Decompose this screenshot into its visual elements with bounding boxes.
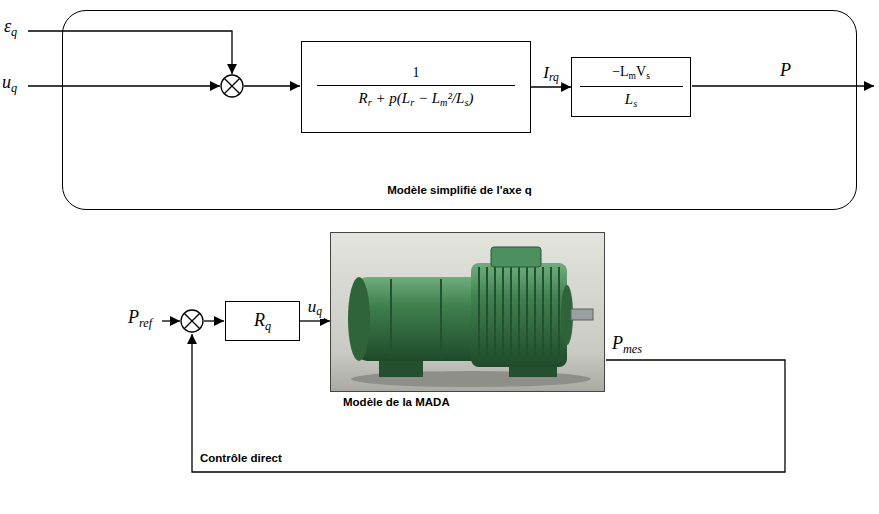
subscript: q	[265, 318, 271, 332]
signal-connector	[531, 86, 571, 87]
motor-fins	[479, 267, 559, 363]
label-holder: uq	[306, 297, 324, 319]
fraction-bar	[580, 86, 683, 87]
summing-junction	[181, 310, 203, 332]
text-holder: Modèle simplifié de l'axe q	[63, 184, 856, 197]
signal-label: uq	[2, 72, 17, 95]
motor-finned-case	[471, 263, 567, 367]
loop-caption: Contrôle direct	[200, 452, 282, 465]
motor-ring	[390, 279, 392, 359]
subscript: s	[633, 98, 637, 109]
disturbance-wire	[28, 31, 232, 74]
terminal-box	[491, 247, 541, 267]
subscript: r	[410, 97, 414, 108]
label-holder: εq	[4, 16, 17, 39]
photo-background	[331, 233, 604, 391]
subscript: r	[368, 97, 372, 108]
motor-body	[357, 277, 481, 361]
denominator: Rr + p(Lr − Lm²/Ls)	[359, 90, 474, 109]
text-run: P	[780, 60, 791, 80]
text-run: L	[625, 91, 633, 107]
text-run: u	[2, 72, 11, 92]
text-run: ε	[4, 16, 11, 36]
model-frame: 1Rr + p(Lr − Lm²/Ls)−LmVsLsModèle simpli…	[62, 10, 857, 210]
motor-ring	[440, 279, 442, 359]
motor-shaft	[571, 309, 593, 320]
text-run: P	[612, 333, 623, 353]
label-holder: Pmes	[612, 333, 642, 356]
subscript: q	[316, 305, 322, 318]
text-run: Contrôle direct	[200, 452, 282, 464]
subscript: m	[440, 97, 447, 108]
text-run: R	[359, 90, 368, 106]
text-holder: Rq	[254, 310, 271, 333]
text-run: ²/L	[447, 90, 464, 106]
signal-label: Pref	[128, 307, 152, 330]
caption: Modèle de la MADA	[343, 396, 450, 409]
signal-connector	[300, 320, 330, 321]
error-wire	[204, 320, 224, 321]
text-run: + p(L	[372, 90, 410, 106]
motor-end-cap	[348, 277, 370, 361]
gain-block: −LmVsLs	[571, 57, 691, 117]
subscript: s	[646, 71, 650, 81]
label-holder: Pref	[128, 307, 152, 330]
subscript: q	[11, 25, 17, 39]
denominator: Ls	[625, 91, 637, 110]
subscript: mes	[623, 342, 642, 356]
power-output-wire	[692, 85, 874, 86]
summing-junction	[221, 75, 243, 97]
caption: Modèle simplifié de l'axe q	[63, 184, 856, 197]
signal-label: Irq	[541, 63, 561, 85]
text-holder: −LmVsLs	[580, 64, 683, 110]
text-run: 1	[413, 65, 420, 80]
motor-photo	[331, 233, 604, 391]
text-run: Modèle de la MADA	[343, 396, 450, 408]
transfer-function-block: 1Rr + p(Lr − Lm²/Ls)	[301, 41, 531, 133]
text-run: R	[254, 310, 265, 330]
input-wire	[28, 85, 220, 86]
text-run: I	[543, 63, 549, 82]
text-run: Modèle simplifié de l'axe q	[387, 184, 532, 196]
text-holder: Modèle de la MADA	[343, 396, 450, 409]
machine-photo-frame: Modèle de la MADA	[330, 232, 605, 392]
subscript: rq	[549, 71, 559, 84]
text-run: P	[128, 307, 139, 327]
signal-wires	[28, 31, 874, 472]
feedback-wire	[192, 334, 785, 472]
label-holder: P	[780, 60, 791, 81]
sum-output-wire	[244, 85, 300, 86]
signal-label: Pmes	[612, 333, 642, 356]
signal-label: P	[780, 60, 791, 81]
text-run: )	[468, 90, 473, 106]
text-run: − L	[414, 90, 440, 106]
text-holder: 1Rr + p(Lr − Lm²/Ls)	[317, 65, 515, 109]
numerator: 1	[413, 65, 420, 81]
text-run: −L	[612, 64, 628, 79]
label-holder: Contrôle direct	[200, 452, 282, 465]
subscript: m	[629, 71, 636, 81]
controller-block: Rq	[225, 301, 300, 341]
subscript: q	[11, 81, 17, 95]
block-label: Rq	[254, 310, 271, 333]
text-run: u	[308, 297, 317, 316]
subscript: s	[464, 97, 468, 108]
text-run: V	[636, 64, 646, 79]
signal-label: εq	[4, 16, 17, 39]
fraction-bar	[317, 85, 515, 86]
numerator: −LmVs	[612, 64, 650, 82]
subscript: ref	[139, 316, 152, 330]
signal-label: uq	[306, 297, 324, 319]
reference-wire	[162, 320, 180, 321]
label-holder: uq	[2, 72, 17, 95]
label-holder: Irq	[541, 63, 561, 85]
